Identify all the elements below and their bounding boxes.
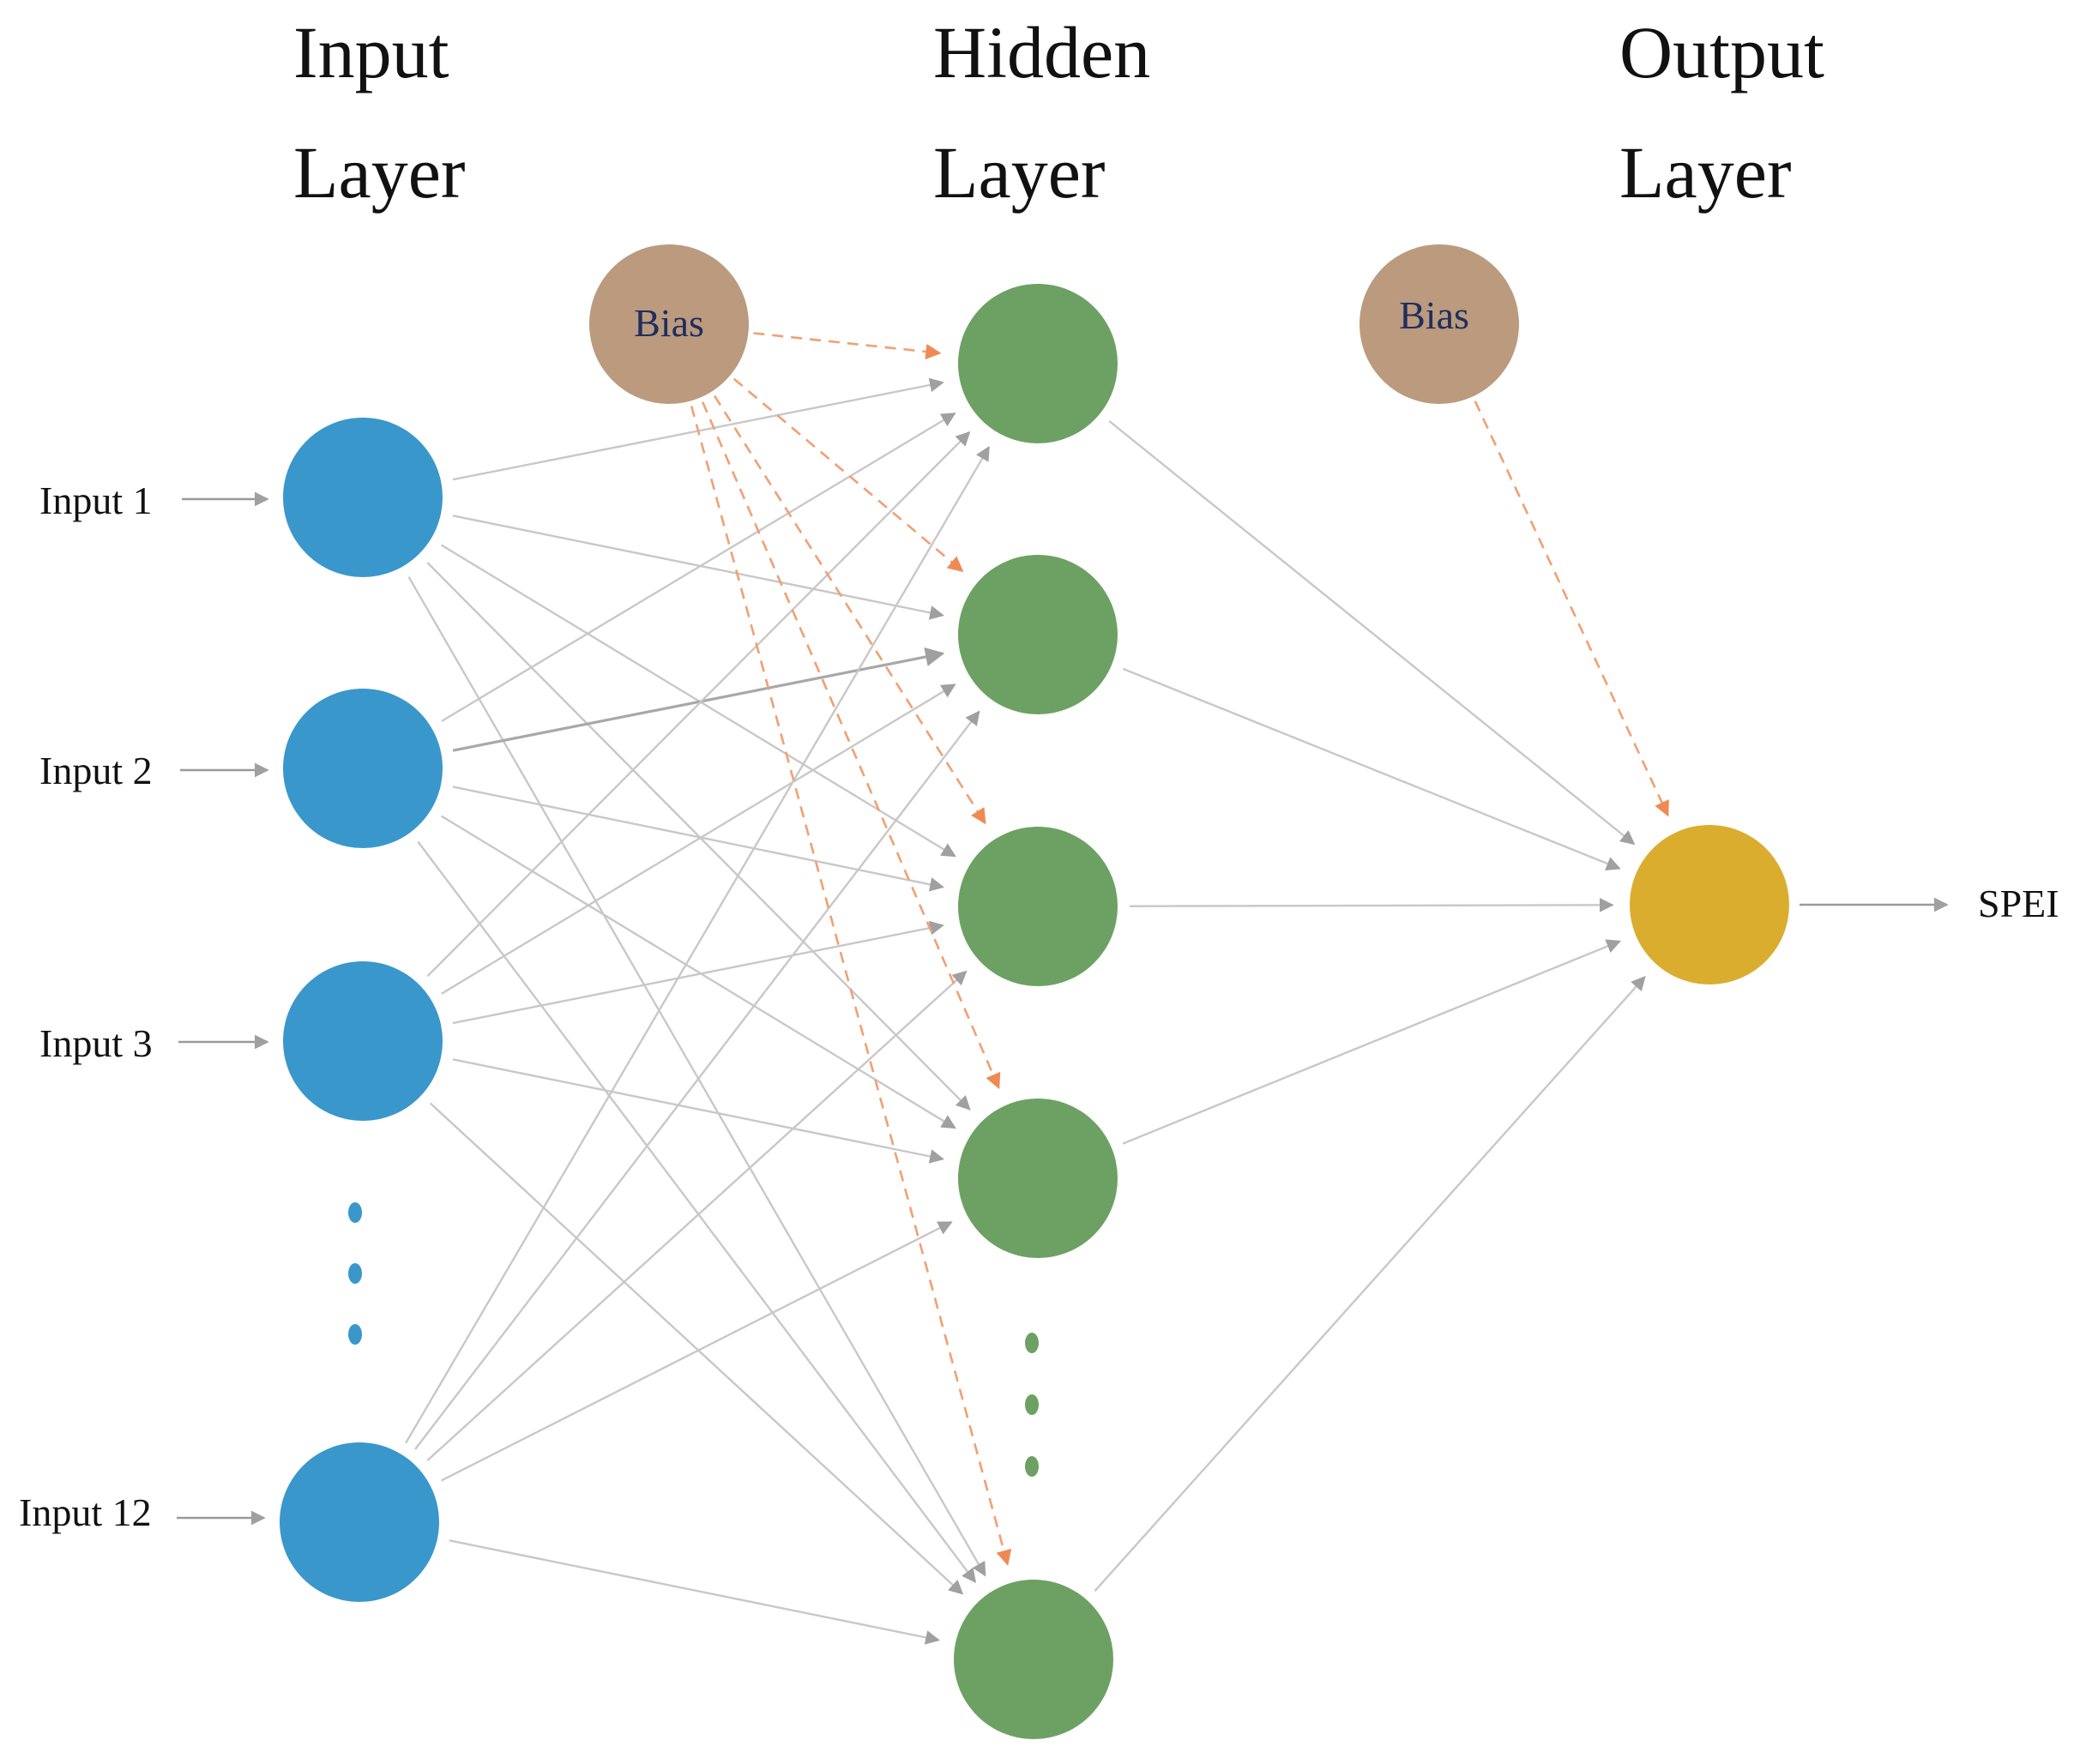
hidden-ellipsis [1025, 1333, 1039, 1477]
hidden-node-4 [958, 1099, 1118, 1258]
input-node-2 [283, 689, 443, 848]
bias-output-edge [1474, 400, 1669, 817]
hidden-output-edge [1122, 667, 1621, 870]
input-label-1: Input 1 [39, 479, 153, 522]
output-bias-circle [1360, 244, 1519, 404]
bias-hidden-edge [690, 406, 1012, 1566]
input-ellipsis [348, 1202, 362, 1345]
output-label: SPEI [1978, 882, 2059, 925]
hidden-layer-title-line1: Hidden [933, 11, 1150, 93]
hidden-node-2 [958, 555, 1118, 714]
input-node-3 [283, 961, 443, 1121]
output-bias-node: Bias [1360, 244, 1519, 404]
hidden-output-edge [1122, 939, 1621, 1145]
input-hidden-edge [452, 920, 944, 1025]
input-hidden-edge [407, 576, 986, 1577]
bias-connection-edges [690, 332, 1669, 1566]
bias-hidden-edge [753, 332, 942, 360]
ellipsis-dot [348, 1263, 362, 1284]
input-layer-title-line1: Input [293, 11, 449, 93]
hidden-node-5 [954, 1580, 1113, 1739]
hidden-output-edge [1129, 897, 1614, 912]
ellipsis-dot [348, 1202, 362, 1223]
io-arrows [177, 491, 1949, 1526]
output-layer-title-line1: Output [1619, 11, 1824, 93]
input-node-12 [280, 1442, 439, 1602]
hidden-layer-title-line2: Layer [933, 131, 1106, 214]
ellipsis-dot [1025, 1333, 1039, 1353]
connection-edges [405, 377, 1646, 1645]
hidden-node-1 [958, 284, 1118, 443]
input-hidden-edge [441, 412, 956, 723]
input-hidden-edge [405, 446, 990, 1444]
hidden-node-3 [958, 827, 1118, 986]
input-label-12: Input 12 [19, 1490, 152, 1534]
ellipsis-dot [1025, 1394, 1039, 1415]
input-hidden-edge [452, 647, 945, 752]
bias-hidden-edge [733, 377, 964, 573]
input-node-1 [283, 418, 443, 577]
input-hidden-edge [429, 1102, 964, 1595]
input-hidden-edge [452, 786, 944, 892]
hidden-bias-label: Bias [634, 301, 704, 345]
ellipsis-dot [1025, 1456, 1039, 1477]
bias-hidden-edge [713, 394, 986, 825]
output-bias-label: Bias [1399, 293, 1469, 337]
input-hidden-edge [417, 840, 977, 1584]
input-hidden-edge [414, 710, 980, 1450]
input-layer-title-line2: Layer [293, 131, 466, 214]
hidden-output-edge [1094, 975, 1646, 1592]
output-node [1630, 825, 1789, 984]
input-hidden-edge [440, 1221, 953, 1482]
input-hidden-edge [426, 430, 971, 978]
input-label-3: Input 3 [39, 1021, 153, 1065]
input-hidden-edge [449, 1539, 940, 1645]
hidden-bias-node: Bias [589, 244, 749, 404]
hidden-output-edge [1108, 420, 1636, 846]
ellipsis-dot [348, 1324, 362, 1345]
input-hidden-edge [452, 1058, 944, 1164]
input-label-2: Input 2 [39, 749, 153, 792]
input-hidden-edge [440, 815, 956, 1129]
hidden-bias-circle [589, 244, 749, 404]
input-hidden-edge [441, 683, 956, 995]
input-hidden-edge [426, 970, 968, 1461]
input-hidden-edge [452, 515, 944, 620]
output-layer-title-line2: Layer [1619, 131, 1792, 214]
